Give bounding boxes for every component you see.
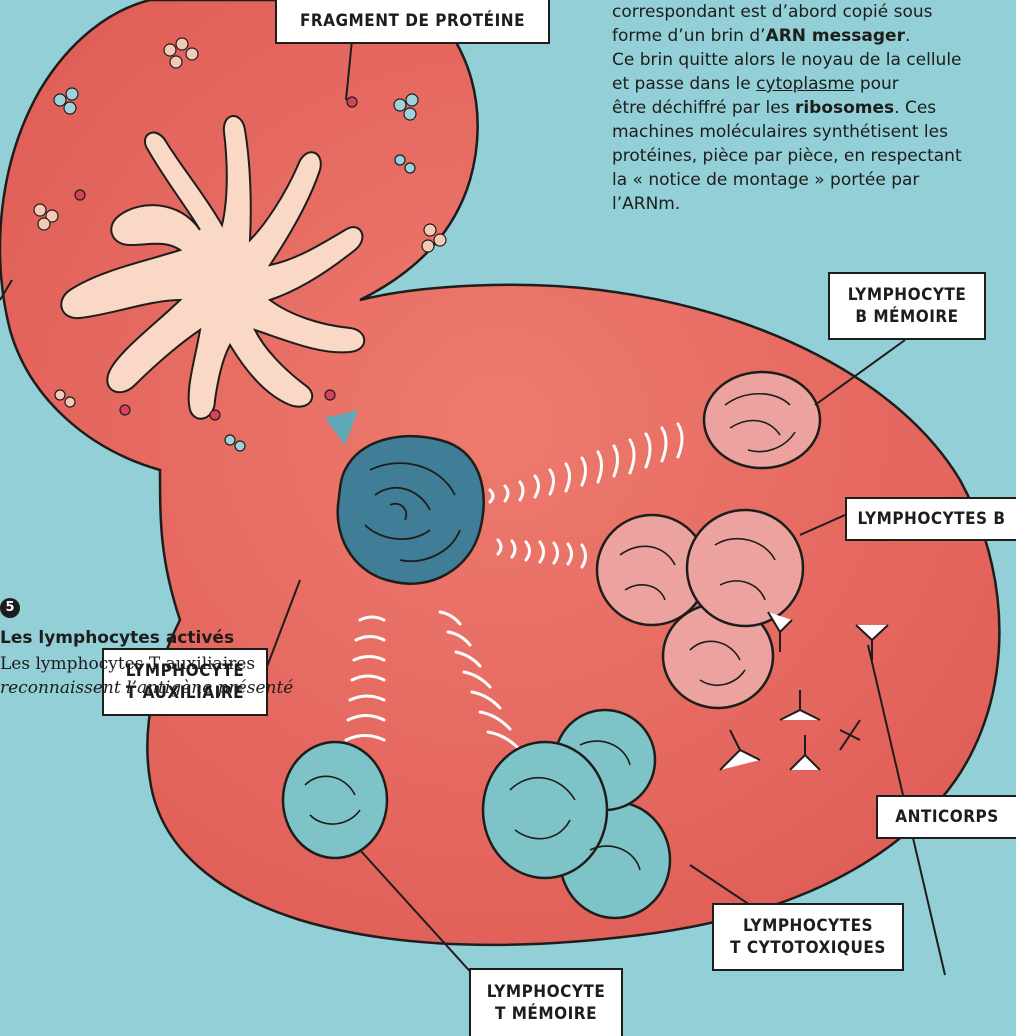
intro-text: forme d’un brin d’ <box>612 26 766 46</box>
label-anticorps: ANTICORPS <box>876 795 1016 839</box>
intro-line: l’ARNm. <box>612 192 1016 216</box>
intro-line: être déchiffré par les ribosomes. Ces <box>612 96 1016 120</box>
intro-paragraph: correspondant est d’abord copié sous for… <box>612 0 1016 216</box>
label-text: LYMPHOCYTES <box>743 915 873 937</box>
intro-line: forme d’un brin d’ARN messager. <box>612 24 1016 48</box>
label-text: T CYTOTOXIQUES <box>730 937 886 959</box>
intro-line: machines moléculaires synthétisent les <box>612 120 1016 144</box>
step-title: Les lymphocytes activés <box>0 628 234 648</box>
label-text: ANTICORPS <box>895 806 998 828</box>
step-number-badge: 5 <box>0 598 20 618</box>
label-text: LYMPHOCYTE <box>848 284 967 306</box>
intro-text: et passe dans le <box>612 74 756 94</box>
label-lymphocyte-b-memoire: LYMPHOCYTE B MÉMOIRE <box>828 272 986 340</box>
t-helper-cell <box>338 436 484 583</box>
label-lymphocytes-b: LYMPHOCYTES B <box>845 497 1016 541</box>
step-line: Les lymphocytes T auxiliaires <box>0 652 293 676</box>
intro-text: . Ces <box>894 98 936 118</box>
label-lymphocyte-t-memoire: LYMPHOCYTE T MÉMOIRE <box>469 968 623 1036</box>
label-lymphocytes-t-cytotoxiques: LYMPHOCYTES T CYTOTOXIQUES <box>712 903 904 971</box>
intro-line: protéines, pièce par pièce, en respectan… <box>612 144 1016 168</box>
intro-bold: ribosomes <box>795 98 894 118</box>
label-text: B MÉMOIRE <box>855 306 958 328</box>
b-memory-cell <box>704 372 820 468</box>
label-text: LYMPHOCYTE <box>487 981 606 1003</box>
intro-text: être déchiffré par les <box>612 98 795 118</box>
label-fragment-proteine: FRAGMENT DE PROTÉINE <box>275 0 550 44</box>
step-text: Les lymphocytes T auxiliaires reconnaiss… <box>0 652 293 700</box>
intro-line: correspondant est d’abord copié sous <box>612 0 1016 24</box>
intro-text: pour <box>854 74 898 94</box>
intro-line: la « notice de montage » portée par <box>612 168 1016 192</box>
label-text: LYMPHOCYTES B <box>857 508 1005 530</box>
intro-line: Ce brin quitte alors le noyau de la cell… <box>612 48 1016 72</box>
intro-bold: ARN messager <box>766 26 905 46</box>
intro-underline: cytoplasme <box>756 74 854 94</box>
intro-line: et passe dans le cytoplasme pour <box>612 72 1016 96</box>
intro-text: . <box>905 26 910 46</box>
label-text: FRAGMENT DE PROTÉINE <box>300 10 525 32</box>
label-text: T MÉMOIRE <box>495 1003 597 1025</box>
step-line: reconnaissent l’antigène présenté <box>0 676 293 700</box>
